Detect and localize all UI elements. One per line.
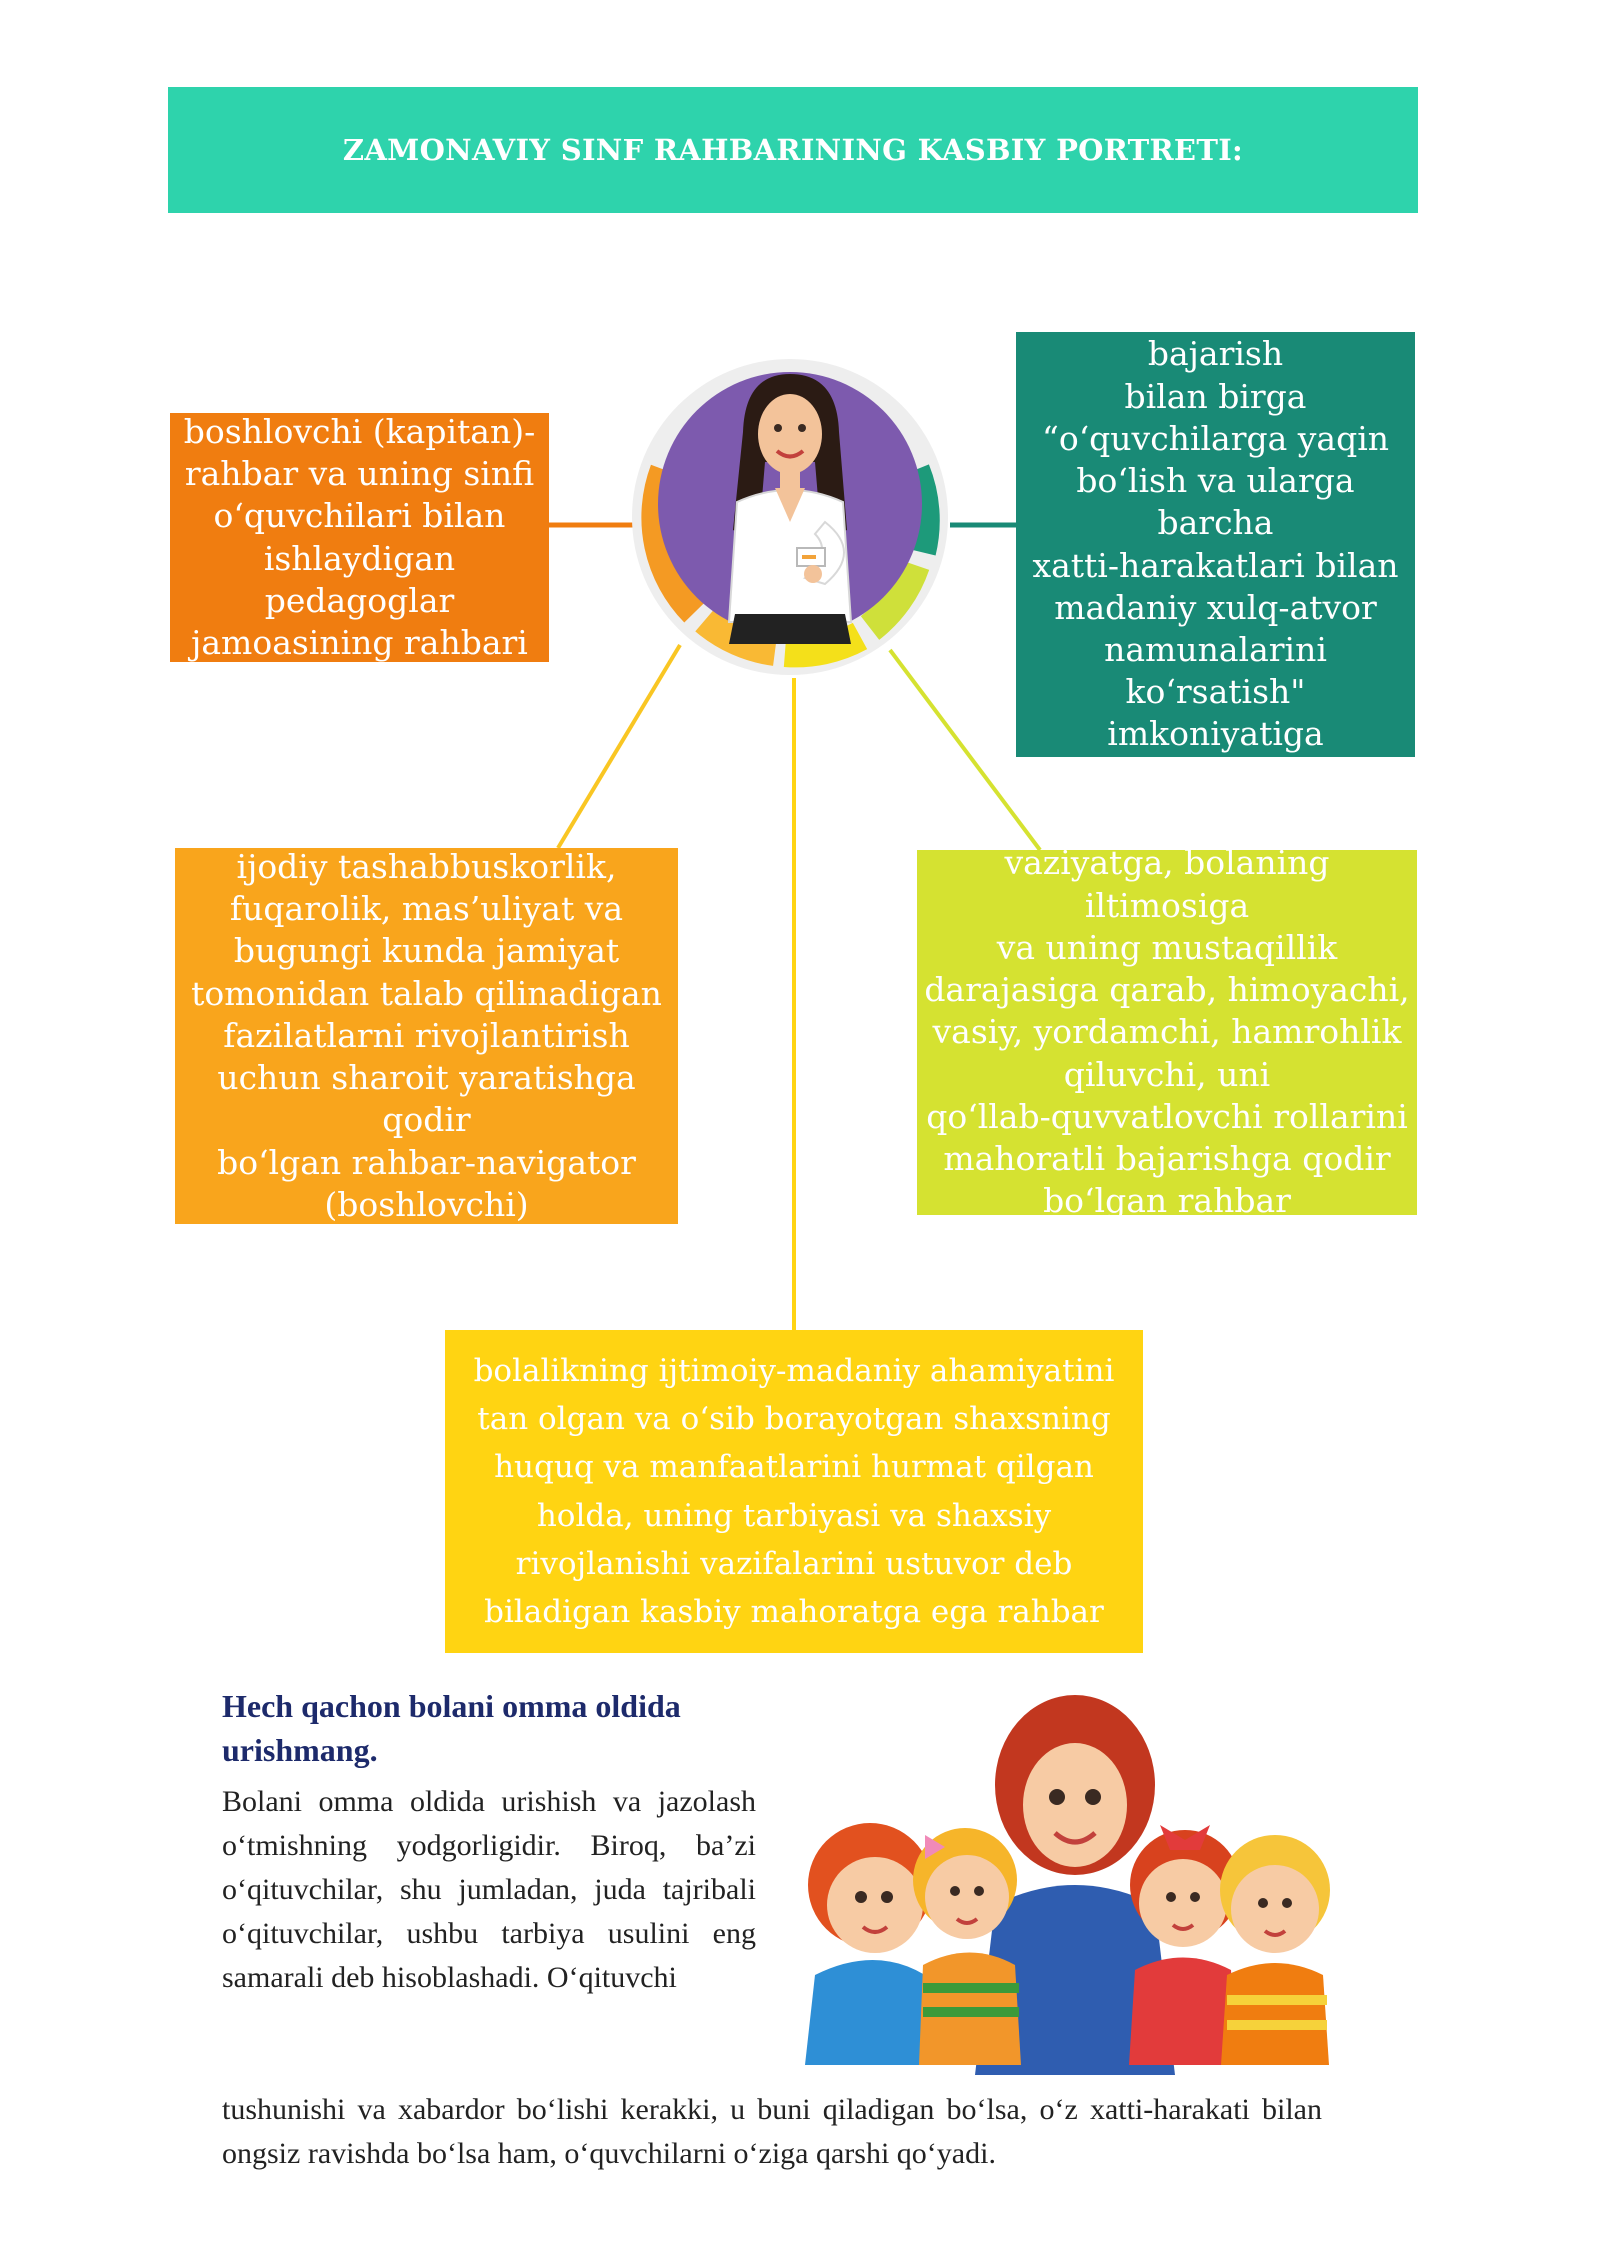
- page-title-banner: ZAMONAVIY SINF RAHBARINING KASBIY PORTRE…: [168, 87, 1418, 213]
- advice-paragraph: Bolani omma oldida urishish va jazolash …: [222, 1785, 756, 1994]
- advice-paragraph-continuation: tushunishi va xabardor bo‘lishi kerakki,…: [222, 2093, 1322, 2170]
- children-illustration-icon: [805, 1695, 1330, 2075]
- box-captain-leader: boshlovchi (kapitan)- rahbar va uning si…: [170, 411, 549, 662]
- box-professional: bolalikning ijtimoiy-madaniy ahamiyatini…: [445, 1330, 1143, 1653]
- box-role-model-text: o‘z vazifalarini bajarish bilan birga “o…: [1032, 292, 1399, 796]
- box-navigator: ijodiy tashabbuskorlik, fuqarolik, mas’u…: [175, 846, 678, 1224]
- page-title: ZAMONAVIY SINF RAHBARINING KASBIY PORTRE…: [342, 133, 1244, 167]
- connector-supporter: [888, 648, 1042, 852]
- box-role-model: o‘z vazifalarini bajarish bilan birga “o…: [1016, 292, 1415, 796]
- advice-title: Hech qachon bolani omma oldida urishmang…: [222, 1688, 681, 1768]
- box-captain-leader-text: boshlovchi (kapitan)- rahbar va uning si…: [183, 411, 536, 662]
- box-supporter: vaziyatga, bolaning iltimosiga va uning …: [917, 843, 1417, 1220]
- box-professional-text: bolalikning ijtimoiy-madaniy ahamiyatini…: [473, 1353, 1115, 1630]
- connector-navigator: [556, 643, 682, 850]
- box-navigator-text: ijodiy tashabbuskorlik, fuqarolik, mas’u…: [191, 846, 662, 1224]
- box-supporter-text: vaziyatga, bolaning iltimosiga va uning …: [924, 843, 1410, 1221]
- teacher-avatar-icon: [632, 359, 948, 675]
